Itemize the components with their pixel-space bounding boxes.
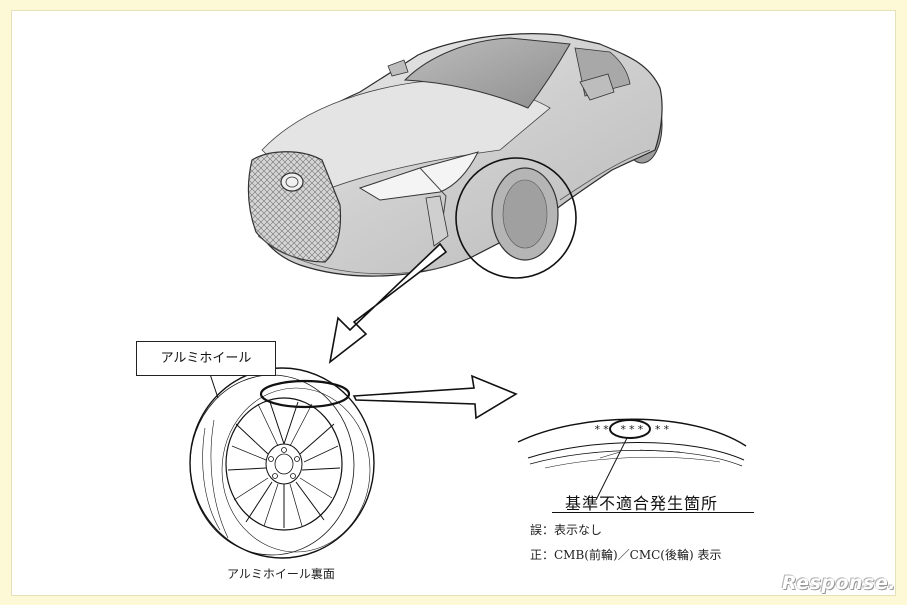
wheel-callout-label: アルミホイール xyxy=(136,341,276,376)
defect-location-label: 基準不適合発生箇所 xyxy=(565,494,719,513)
wrong-note: 誤：表示なし xyxy=(530,523,603,537)
wheel-back-caption: アルミホイール裏面 xyxy=(227,567,335,581)
correct-note: 正：CMB(前輪)／CMC(後輪) 表示 xyxy=(530,548,722,562)
rim-detail xyxy=(517,418,747,501)
arrow-to-wheel xyxy=(328,242,448,364)
defect-label-underline xyxy=(552,512,754,513)
arrow-to-detail xyxy=(352,374,518,420)
car-illustration xyxy=(247,33,663,279)
marking-stars: ** *** ** xyxy=(594,423,672,436)
response-logo: Response. xyxy=(782,572,896,594)
wheel-illustration xyxy=(189,367,375,559)
